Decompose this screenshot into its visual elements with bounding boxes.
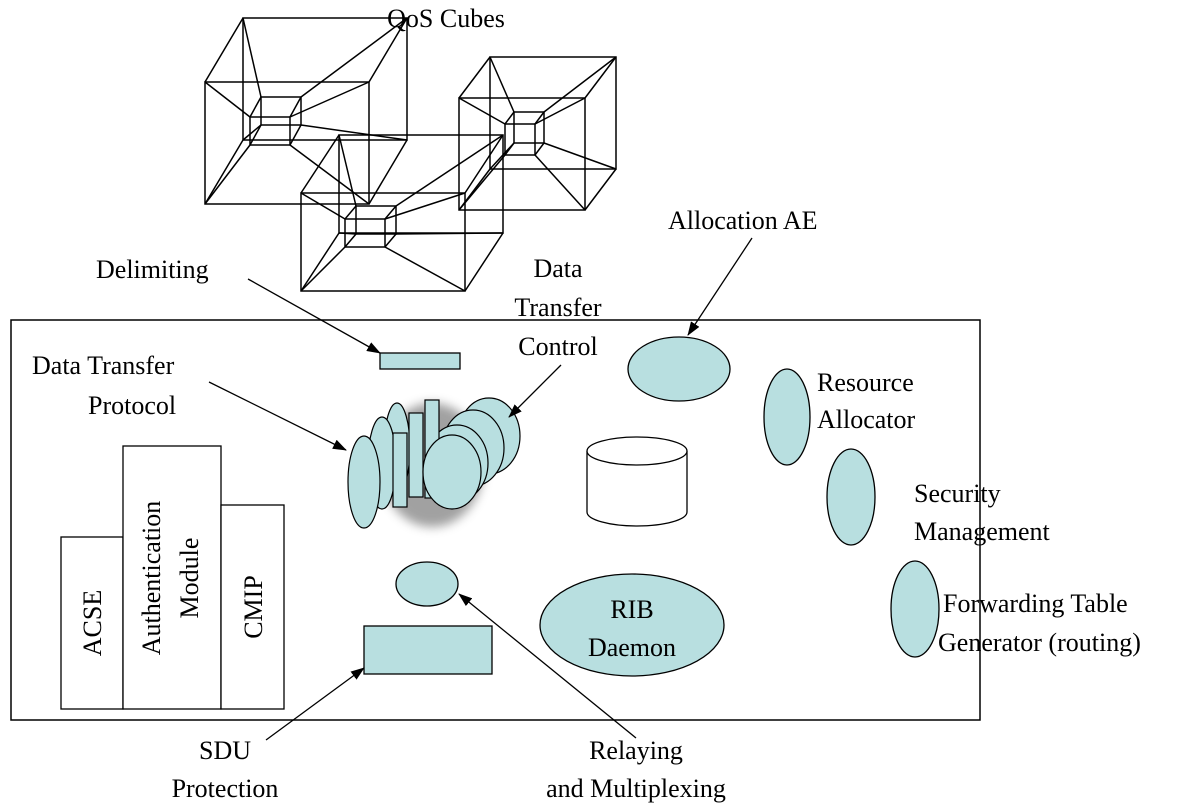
security-management-module (826, 448, 876, 546)
dtp-ellipse (347, 435, 381, 529)
rib-daemon-module (539, 573, 725, 677)
relaying-arrow (458, 593, 637, 739)
sdu-arrow (265, 667, 365, 741)
dtp-bar (408, 412, 424, 498)
sdu-protection-module (363, 625, 493, 675)
rib-daemon-label-line1: RIB (610, 595, 653, 624)
relaying-label-line1: Relaying (589, 736, 683, 765)
resource-allocator-module (763, 368, 811, 466)
cmip-label: CMIP (239, 575, 268, 639)
qos-cube-middle (300, 134, 504, 292)
dtp-label-line2: Protocol (88, 391, 176, 420)
dtc-label-line1: Data (533, 254, 583, 283)
relaying-label-line2: and Multiplexing (546, 774, 726, 803)
database-cylinder (586, 436, 688, 527)
dtc-arrow (508, 364, 562, 418)
authentication-label-line1: Authentication (137, 501, 166, 656)
delimiting-label: Delimiting (96, 255, 209, 284)
relaying-module (395, 561, 459, 607)
delimiting-arrow (247, 278, 381, 354)
forwarding-table-label-line1: Forwarding Table (943, 589, 1128, 618)
delimiting-module (379, 352, 461, 370)
arrows (208, 237, 753, 741)
authentication-module: Authentication Module (122, 445, 222, 710)
dtp-label-line1: Data Transfer (32, 351, 175, 380)
acse-module: ACSE (60, 536, 124, 710)
forwarding-table-module (890, 560, 940, 658)
allocation-ae-label: Allocation AE (668, 206, 817, 235)
acse-label: ACSE (78, 590, 107, 656)
security-management-label-line2: Management (914, 517, 1051, 546)
allocation-ae-arrow (687, 237, 753, 336)
forwarding-table-label-line2: Generator (routing) (938, 628, 1141, 657)
cmip-module: CMIP (220, 504, 285, 710)
ipc-process-box (10, 319, 981, 721)
authentication-label-line2: Module (175, 538, 204, 619)
qos-cube-right (458, 56, 617, 211)
sdu-protection-label-line2: Protection (172, 774, 279, 803)
allocation-ae-module (627, 336, 731, 402)
security-management-label-line1: Security (914, 479, 1001, 508)
dtc-label-line3: Control (518, 332, 597, 361)
dtp-arrow (208, 381, 347, 451)
resource-allocator-label-line1: Resource (817, 368, 914, 397)
data-transfer-cluster (347, 397, 521, 529)
sdu-protection-label-line1: SDU (199, 736, 251, 765)
resource-allocator-label-line2: Allocator (817, 405, 916, 434)
rib-daemon-label-line2: Daemon (588, 633, 676, 662)
dtc-ellipse-front (422, 434, 482, 510)
dtc-label-line2: Transfer (514, 293, 601, 322)
dtp-bar (392, 432, 408, 508)
qos-cube-left (204, 17, 408, 205)
